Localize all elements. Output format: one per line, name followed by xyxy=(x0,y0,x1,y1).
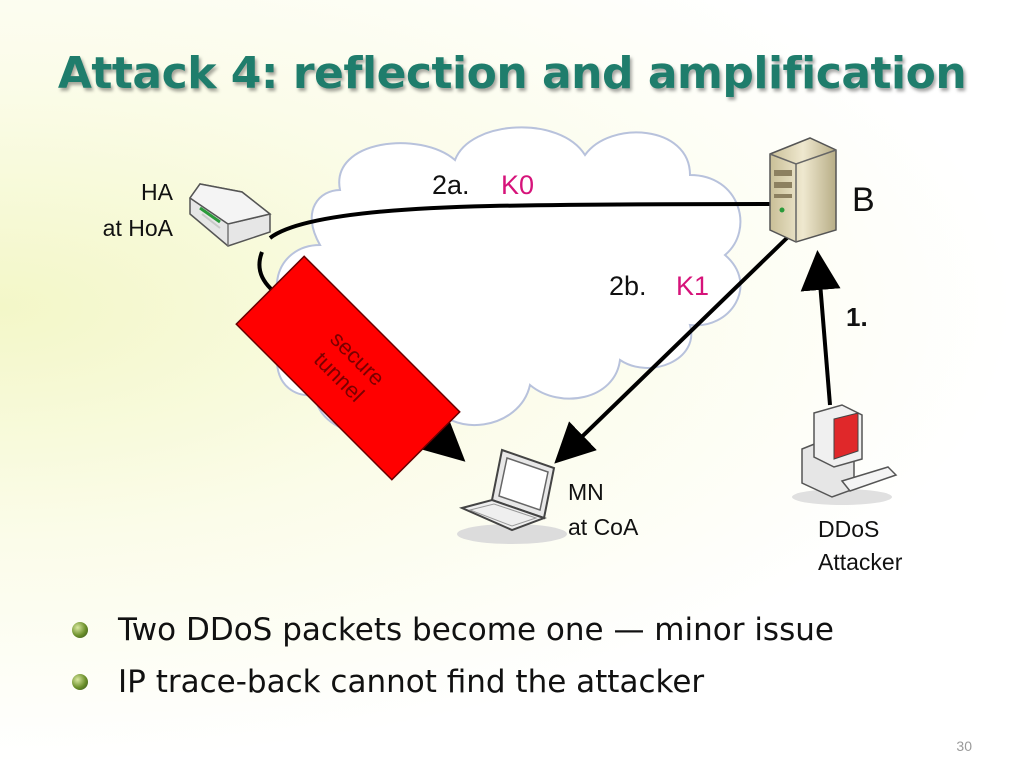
attacker-label-line1: DDoS xyxy=(818,516,879,542)
link-ha-to-b xyxy=(268,202,776,240)
arrow-1 xyxy=(800,250,841,406)
arrow-2b xyxy=(554,233,792,464)
bullet-icon xyxy=(72,622,88,638)
b-label: B xyxy=(852,181,875,219)
page-number: 30 xyxy=(956,738,972,754)
slide-title: Attack 4: reflection and amplification xyxy=(57,48,967,99)
bullet-text: IP trace-back cannot find the attacker xyxy=(118,664,705,700)
bullet-item: Two DDoS packets become one — minor issu… xyxy=(72,604,834,656)
bullet-text: Two DDoS packets become one — minor issu… xyxy=(118,612,834,648)
key-k0-label: K0 xyxy=(501,170,534,200)
key-k1-label: K1 xyxy=(676,271,709,301)
server-icon xyxy=(769,137,837,243)
step-2b-label: 2b. xyxy=(609,271,647,301)
mn-label-line1: MN xyxy=(568,479,604,505)
bullet-icon xyxy=(72,674,88,690)
laptop-icon xyxy=(457,448,567,544)
desktop-computer-icon xyxy=(792,404,898,505)
mn-label-line2: at CoA xyxy=(568,514,639,540)
step-2a-label: 2a. xyxy=(432,170,470,200)
router-icon xyxy=(188,183,272,247)
ha-label-line2: at HoA xyxy=(103,215,174,241)
secure-tunnel: secure tunnel xyxy=(235,255,461,481)
step-1-label: 1. xyxy=(846,302,868,332)
bullet-item: IP trace-back cannot find the attacker xyxy=(72,656,834,708)
bullet-list: Two DDoS packets become one — minor issu… xyxy=(72,604,834,708)
attacker-label-line2: Attacker xyxy=(818,549,903,575)
ha-label-line1: HA xyxy=(141,179,174,205)
